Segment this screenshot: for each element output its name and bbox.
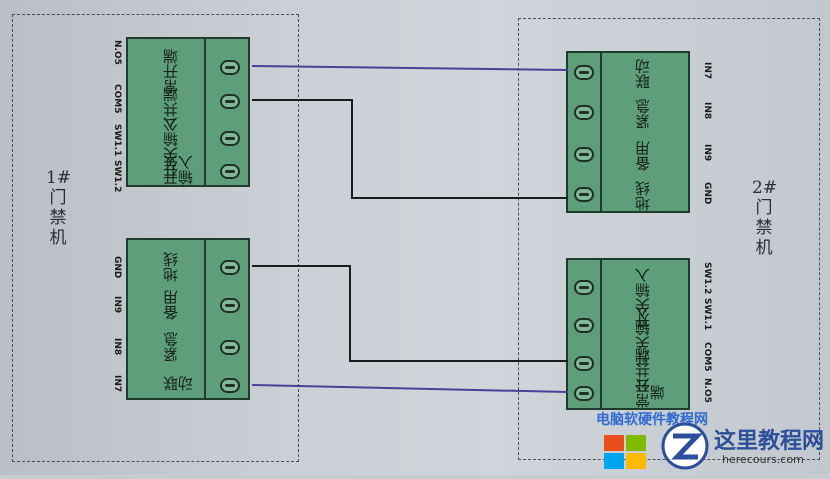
wire-com5-to-gnd-top <box>252 99 568 199</box>
screw-column <box>204 240 206 398</box>
device-1-label-char-1: 门 <box>49 188 67 208</box>
screw-column <box>600 260 602 408</box>
wire-gnd-to-com5-bottom <box>252 265 568 362</box>
screw-terminal-sw11 <box>574 318 594 333</box>
device-2-output-terminal-block: 开关输入 开关输入 公共端 常开端 <box>566 258 690 410</box>
windows-logo-icon <box>604 435 646 469</box>
screw-terminal-com5 <box>574 356 594 371</box>
screw-terminal-gnd <box>574 187 594 202</box>
site-watermark: 电脑软硬件教程网 这里教程网 herecours.com <box>596 412 826 473</box>
device-1-frame <box>12 14 299 462</box>
screw-terminal-gnd <box>220 260 240 275</box>
screw-terminal-in7 <box>220 378 240 393</box>
device-1-label-char-3: 机 <box>49 228 67 248</box>
screw-terminal-in9 <box>574 147 594 162</box>
screw-terminal-in8 <box>220 340 240 355</box>
watermark-url: herecours.com <box>722 453 804 466</box>
device-2-label-char-3: 机 <box>755 238 773 258</box>
watermark-main-text: 这里教程网 <box>714 429 825 454</box>
device-1-input-terminal-block: 地线 备用 紧急 联动 <box>126 238 250 400</box>
screw-terminal-in8 <box>574 105 594 120</box>
wire-in7-to-no5-bottom <box>251 384 569 393</box>
screw-terminal-sw12 <box>220 164 240 179</box>
screw-terminal-com5 <box>220 94 240 109</box>
device-2-label-char-2: 禁 <box>755 218 773 238</box>
device-2-label-number: 2# <box>752 178 778 198</box>
z-logo-icon <box>661 422 709 470</box>
device-2-input-terminal-block: 联动 紧急 备用 地线 <box>566 51 690 213</box>
wire-no5-to-in7-top <box>251 65 569 71</box>
screw-column <box>204 39 206 185</box>
device-1-label: 1# 门 禁 机 <box>46 168 72 248</box>
device-1-output-terminal-block: 常开端 公共端 开关输入 开关输入 <box>126 37 250 187</box>
screw-terminal-in7 <box>574 65 594 80</box>
screw-terminal-no5 <box>220 60 240 75</box>
screw-terminal-sw11 <box>220 131 240 146</box>
device-1-label-number: 1# <box>46 168 72 188</box>
screw-terminal-sw12 <box>574 280 594 295</box>
screw-column <box>600 53 602 211</box>
screw-terminal-no5 <box>574 386 594 401</box>
device-2-label-char-1: 门 <box>755 198 773 218</box>
device-1-label-char-2: 禁 <box>49 208 67 228</box>
screw-terminal-in9 <box>220 298 240 313</box>
device-2-label: 2# 门 禁 机 <box>752 178 778 258</box>
